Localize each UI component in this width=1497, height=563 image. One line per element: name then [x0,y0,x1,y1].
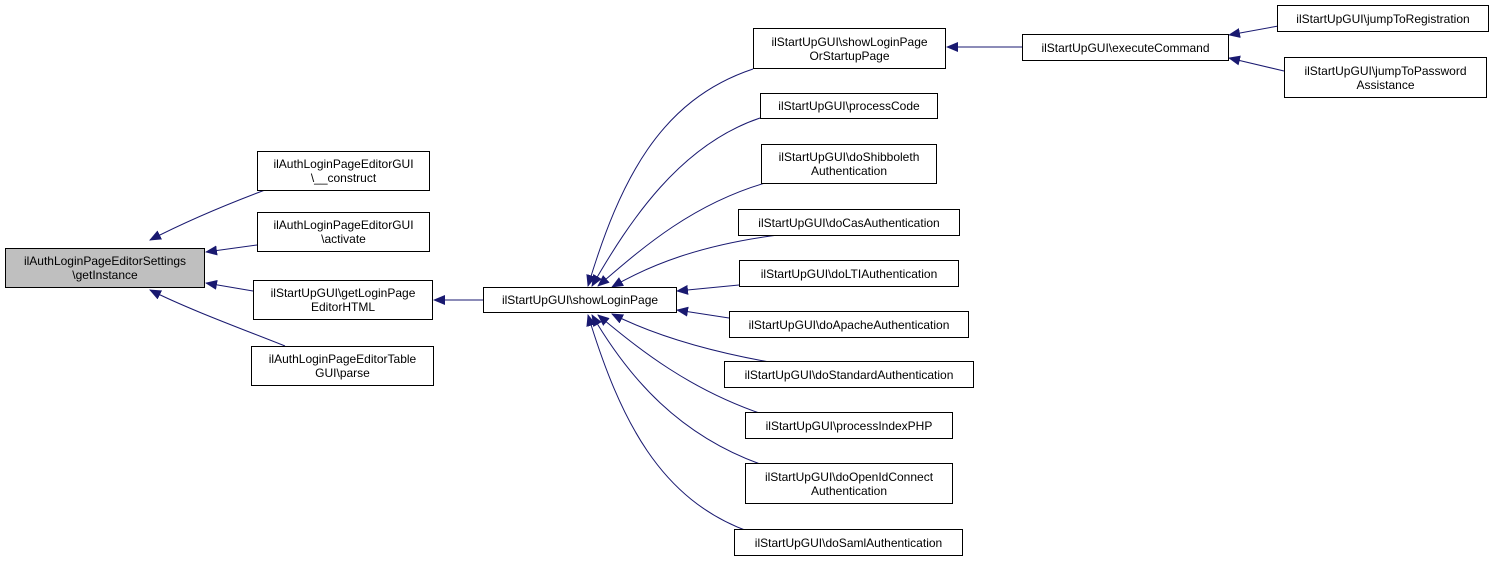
node-label-line2: Authentication [810,164,888,178]
node-executecommand[interactable]: ilStartUpGUI\executeCommand [1022,34,1229,61]
node-label-line1: ilStartUpGUI\doOpenIdConnect [764,469,934,484]
node-label-line2: EditorHTML [310,300,375,314]
node-doopenidconnectauthentication[interactable]: ilStartUpGUI\doOpenIdConnect Authenticat… [745,463,953,504]
edge-docas-to-showloginpage [611,234,779,288]
node-label-line2: OrStartupPage [809,48,890,63]
edge-getloginpage-to-focus [205,279,254,292]
node-label-line2: \__construct [310,171,377,185]
node-label-line2: Assistance [1356,77,1415,92]
node-showloginpage[interactable]: ilStartUpGUI\showLoginPage [483,287,677,313]
node-label: ilStartUpGUI\executeCommand [1041,40,1210,55]
node-label-line2: GUI\parse [315,366,370,380]
node-label: ilStartUpGUI\processCode [778,99,920,113]
edge-doapache-to-showloginpage [676,306,730,319]
node-label-line1: ilAuthLoginPageEditorGUI [273,218,414,232]
node-construct[interactable]: ilAuthLoginPageEditorGUI \__construct [257,151,430,191]
edge-processcode-to-showloginpage [591,117,761,287]
node-label: ilStartUpGUI\doStandardAuthentication [744,367,954,382]
node-label: ilStartUpGUI\processIndexPHP [765,418,933,433]
edge-jumptoregistration-to-executecommand [1228,24,1285,38]
edge-activate-to-focus [205,244,258,256]
node-label-line2: \getInstance [72,268,138,282]
edge-jumptopassword-to-executecommand [1228,55,1285,72]
node-label-line2: \activate [321,232,366,246]
node-getloginpageeditorhtml[interactable]: ilStartUpGUI\getLoginPage EditorHTML [253,280,433,320]
node-dostandardauthentication[interactable]: ilStartUpGUI\doStandardAuthentication [724,361,974,388]
node-processindexphp[interactable]: ilStartUpGUI\processIndexPHP [745,412,953,439]
node-label-line1: ilAuthLoginPageEditorTable [268,352,417,366]
node-jumptoregistration[interactable]: ilStartUpGUI\jumpToRegistration [1277,5,1489,32]
node-label: ilStartUpGUI\doCasAuthentication [758,215,940,230]
node-label-line2: Authentication [810,483,888,498]
node-doltiauthentication[interactable]: ilStartUpGUI\doLTIAuthentication [739,260,959,287]
edge-startup-to-showloginpage [586,68,754,287]
node-label: ilStartUpGUI\showLoginPage [501,293,659,307]
node-doapacheauthentication[interactable]: ilStartUpGUI\doApacheAuthentication [729,311,969,338]
node-showloginpageorstartuppage[interactable]: ilStartUpGUI\showLoginPage OrStartupPage [753,28,946,69]
edge-doshibboleth-to-showloginpage [597,182,766,287]
edge-dostandard-to-showloginpage [611,313,776,364]
edge-dosaml-to-showloginpage [586,314,751,533]
node-label-line1: ilStartUpGUI\doShibboleth [778,150,920,164]
node-label-line1: ilStartUpGUI\showLoginPage [771,34,928,49]
edge-parse-to-focus [149,289,286,347]
node-dosamlauthentication[interactable]: ilStartUpGUI\doSamlAuthentication [734,529,963,556]
node-activate[interactable]: ilAuthLoginPageEditorGUI \activate [257,212,430,252]
edge-doopenid-to-showloginpage [591,314,761,465]
node-processcode[interactable]: ilStartUpGUI\processCode [760,93,938,119]
node-parse[interactable]: ilAuthLoginPageEditorTable GUI\parse [251,346,434,386]
edge-construct-to-focus [149,189,266,241]
node-label: ilStartUpGUI\jumpToRegistration [1296,11,1470,26]
node-docasauthentication[interactable]: ilStartUpGUI\doCasAuthentication [738,209,960,236]
node-label-line1: ilStartUpGUI\jumpToPassword [1304,63,1467,78]
node-doshibbolethauthentication[interactable]: ilStartUpGUI\doShibboleth Authentication [761,144,937,184]
node-jumptopasswordassistance[interactable]: ilStartUpGUI\jumpToPassword Assistance [1284,57,1487,98]
edge-processindex-to-showloginpage [597,314,766,416]
node-label: ilStartUpGUI\doApacheAuthentication [748,317,950,332]
node-label-line1: ilAuthLoginPageEditorSettings [23,254,187,268]
node-label: ilStartUpGUI\doLTIAuthentication [760,266,938,281]
node-label-line1: ilAuthLoginPageEditorGUI [273,157,414,171]
edge-dolti-to-showloginpage [676,284,740,295]
node-focus-getinstance: ilAuthLoginPageEditorSettings \getInstan… [5,248,205,288]
node-label: ilStartUpGUI\doSamlAuthentication [754,535,943,550]
node-label-line1: ilStartUpGUI\getLoginPage [270,286,416,300]
